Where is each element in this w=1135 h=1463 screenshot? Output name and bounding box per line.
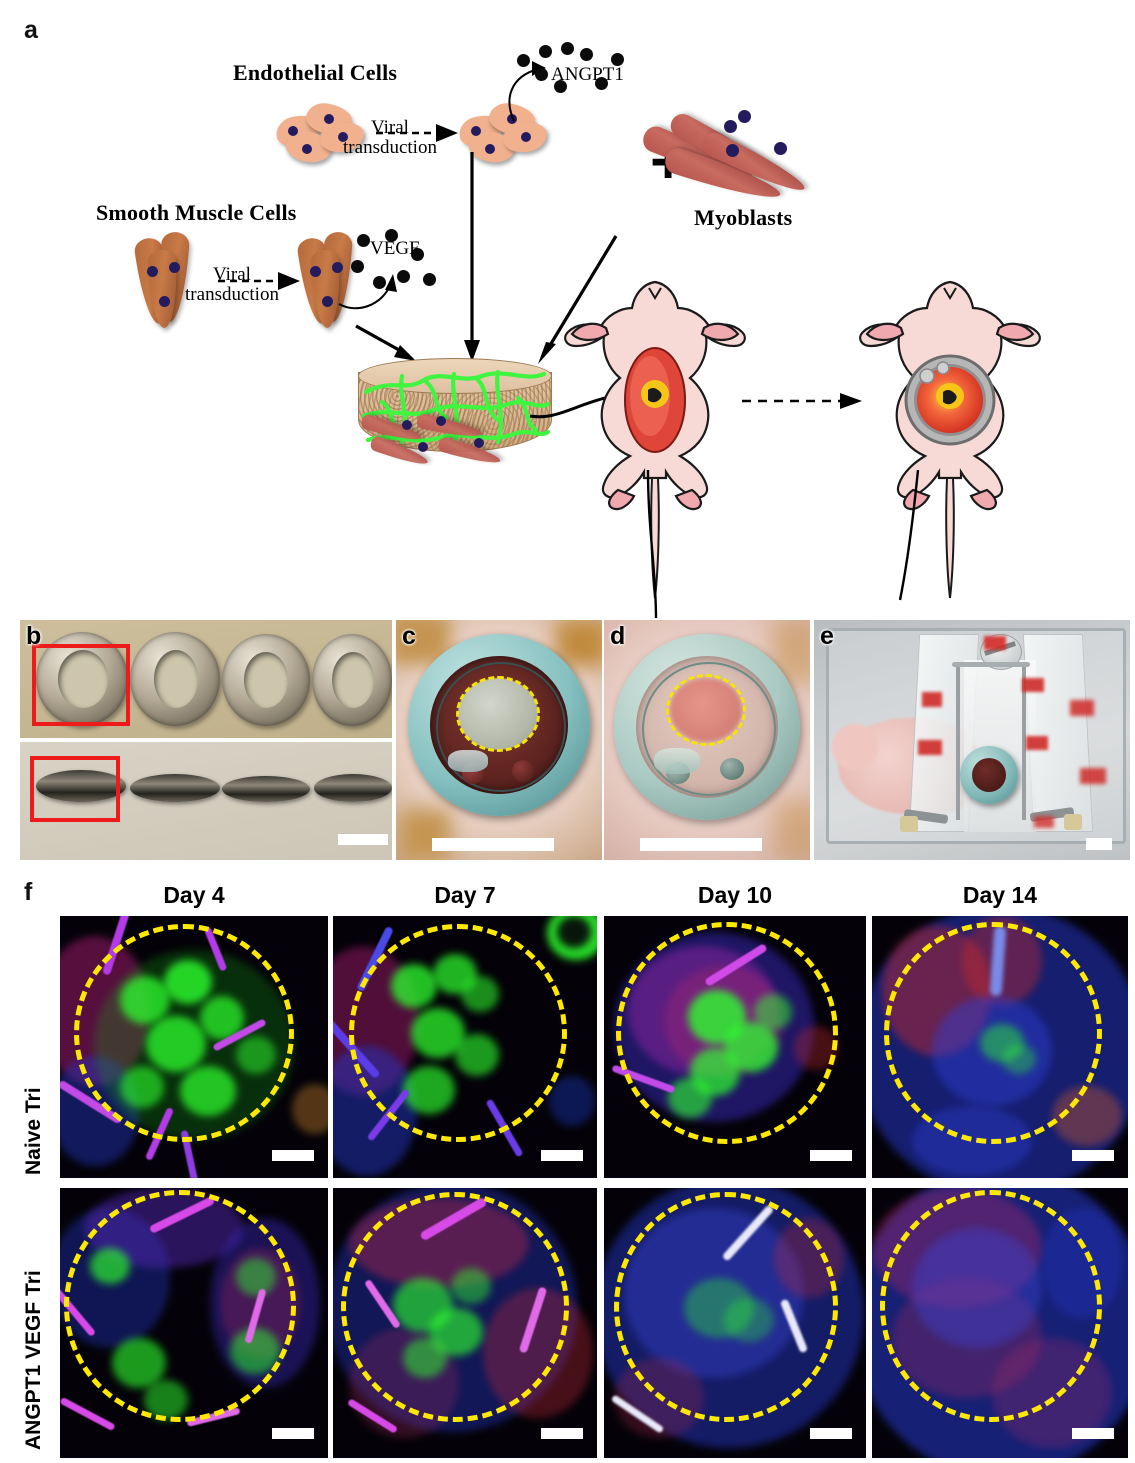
row-label-naive-tri: Naive Tri xyxy=(22,1087,45,1175)
panel-b-scale-bar xyxy=(338,834,388,845)
column-header-day7: Day 7 xyxy=(434,882,496,908)
panel-connector-lines xyxy=(646,470,920,619)
row-label-angpt1-vegf-tri: ANGPT1 VEGF Tri xyxy=(22,1270,45,1450)
micrograph-angpt1vegf-day14 xyxy=(872,1188,1128,1458)
panel-e-photo xyxy=(814,620,1130,860)
micrograph-naive-day4 xyxy=(60,916,328,1178)
myoblasts-title: Myoblasts xyxy=(694,205,793,230)
column-header-day4: Day 4 xyxy=(163,882,225,908)
smooth-muscle-cell-cluster-naive xyxy=(133,231,213,329)
cells-to-scaffold-arrows xyxy=(355,152,618,364)
scale-bar-angpt1vegf-day10 xyxy=(810,1428,852,1439)
roi-circle-naive-day4 xyxy=(74,924,294,1142)
mouse-with-chamber-illustration xyxy=(859,280,1041,599)
tissue-scaffold-construct xyxy=(358,358,552,470)
vegf-secretion-arrow xyxy=(338,274,397,310)
viral-transduction-label-1: Viral transduction xyxy=(343,117,437,158)
panel-label-f: f xyxy=(24,878,33,906)
endothelial-cells-title: Endothelial Cells xyxy=(233,60,398,85)
scale-bar-angpt1vegf-day7 xyxy=(541,1428,583,1439)
viral-transduction-arrow-endothelial xyxy=(376,124,458,142)
panel-label-b: b xyxy=(26,622,42,650)
scale-bar-naive-day4 xyxy=(272,1150,314,1161)
smooth-muscle-cell-cluster-transduced xyxy=(296,231,376,329)
roi-circle-naive-day14 xyxy=(884,922,1102,1144)
panel-d-scale-bar xyxy=(640,838,762,851)
panel-d-roi-circle xyxy=(666,674,746,746)
roi-circle-naive-day7 xyxy=(349,924,567,1142)
endothelial-cell-cluster-transduced xyxy=(455,100,551,166)
panel-label-a: a xyxy=(24,16,38,44)
scale-bar-naive-day14 xyxy=(1072,1150,1114,1161)
roi-circle-angpt1vegf-day7 xyxy=(341,1192,569,1422)
micrograph-angpt1vegf-day7 xyxy=(333,1188,597,1458)
scale-bar-naive-day10 xyxy=(810,1150,852,1161)
vegf-molecule-cloud xyxy=(351,228,461,298)
panel-c-photo xyxy=(396,620,602,860)
roi-circle-angpt1vegf-day10 xyxy=(614,1192,838,1422)
micrograph-angpt1vegf-day4 xyxy=(60,1188,328,1458)
panel-d-photo xyxy=(604,620,810,860)
vegf-label: VEGF xyxy=(370,238,420,259)
roi-circle-angpt1vegf-day14 xyxy=(880,1190,1102,1422)
scale-bar-naive-day7 xyxy=(541,1150,583,1161)
panel-c-scale-bar xyxy=(432,838,554,851)
panel-label-e: e xyxy=(820,622,834,650)
viral-transduction-label-2: Viral transduction xyxy=(185,264,279,305)
column-header-day10: Day 10 xyxy=(697,882,773,908)
panel-b-top-photo xyxy=(20,620,392,738)
scale-bar-angpt1vegf-day14 xyxy=(1072,1428,1114,1439)
endothelial-cell-cluster-naive xyxy=(272,100,368,166)
panel-label-c: c xyxy=(402,622,416,650)
micrograph-naive-day10 xyxy=(604,916,866,1178)
roi-circle-naive-day10 xyxy=(616,922,838,1144)
column-header-day14: Day 14 xyxy=(962,882,1038,908)
panel-c-roi-circle xyxy=(456,676,540,752)
panel-label-d: d xyxy=(610,622,626,650)
panel-b-highlight-box-top xyxy=(32,644,130,726)
panel-b-highlight-box-bottom xyxy=(30,756,120,822)
micrograph-angpt1vegf-day10 xyxy=(604,1188,866,1458)
angpt1-molecule-cloud xyxy=(505,40,655,106)
angpt1-label: ANGPT1 xyxy=(551,64,624,85)
panel-b-bottom-photo xyxy=(20,742,392,860)
viral-transduction-arrow-smooth-muscle xyxy=(218,272,300,290)
scale-bar-angpt1vegf-day4 xyxy=(272,1428,314,1439)
mouse-with-wound-illustration xyxy=(564,280,746,599)
panel-e-scale-bar xyxy=(1086,838,1112,850)
roi-circle-angpt1vegf-day4 xyxy=(64,1190,296,1422)
smooth-muscle-cells-title: Smooth Muscle Cells xyxy=(96,200,297,225)
myoblast-cell-cluster xyxy=(639,82,840,207)
micrograph-naive-day14 xyxy=(872,916,1128,1178)
progression-dashed-arrow xyxy=(742,393,862,409)
micrograph-naive-day7 xyxy=(333,916,597,1178)
